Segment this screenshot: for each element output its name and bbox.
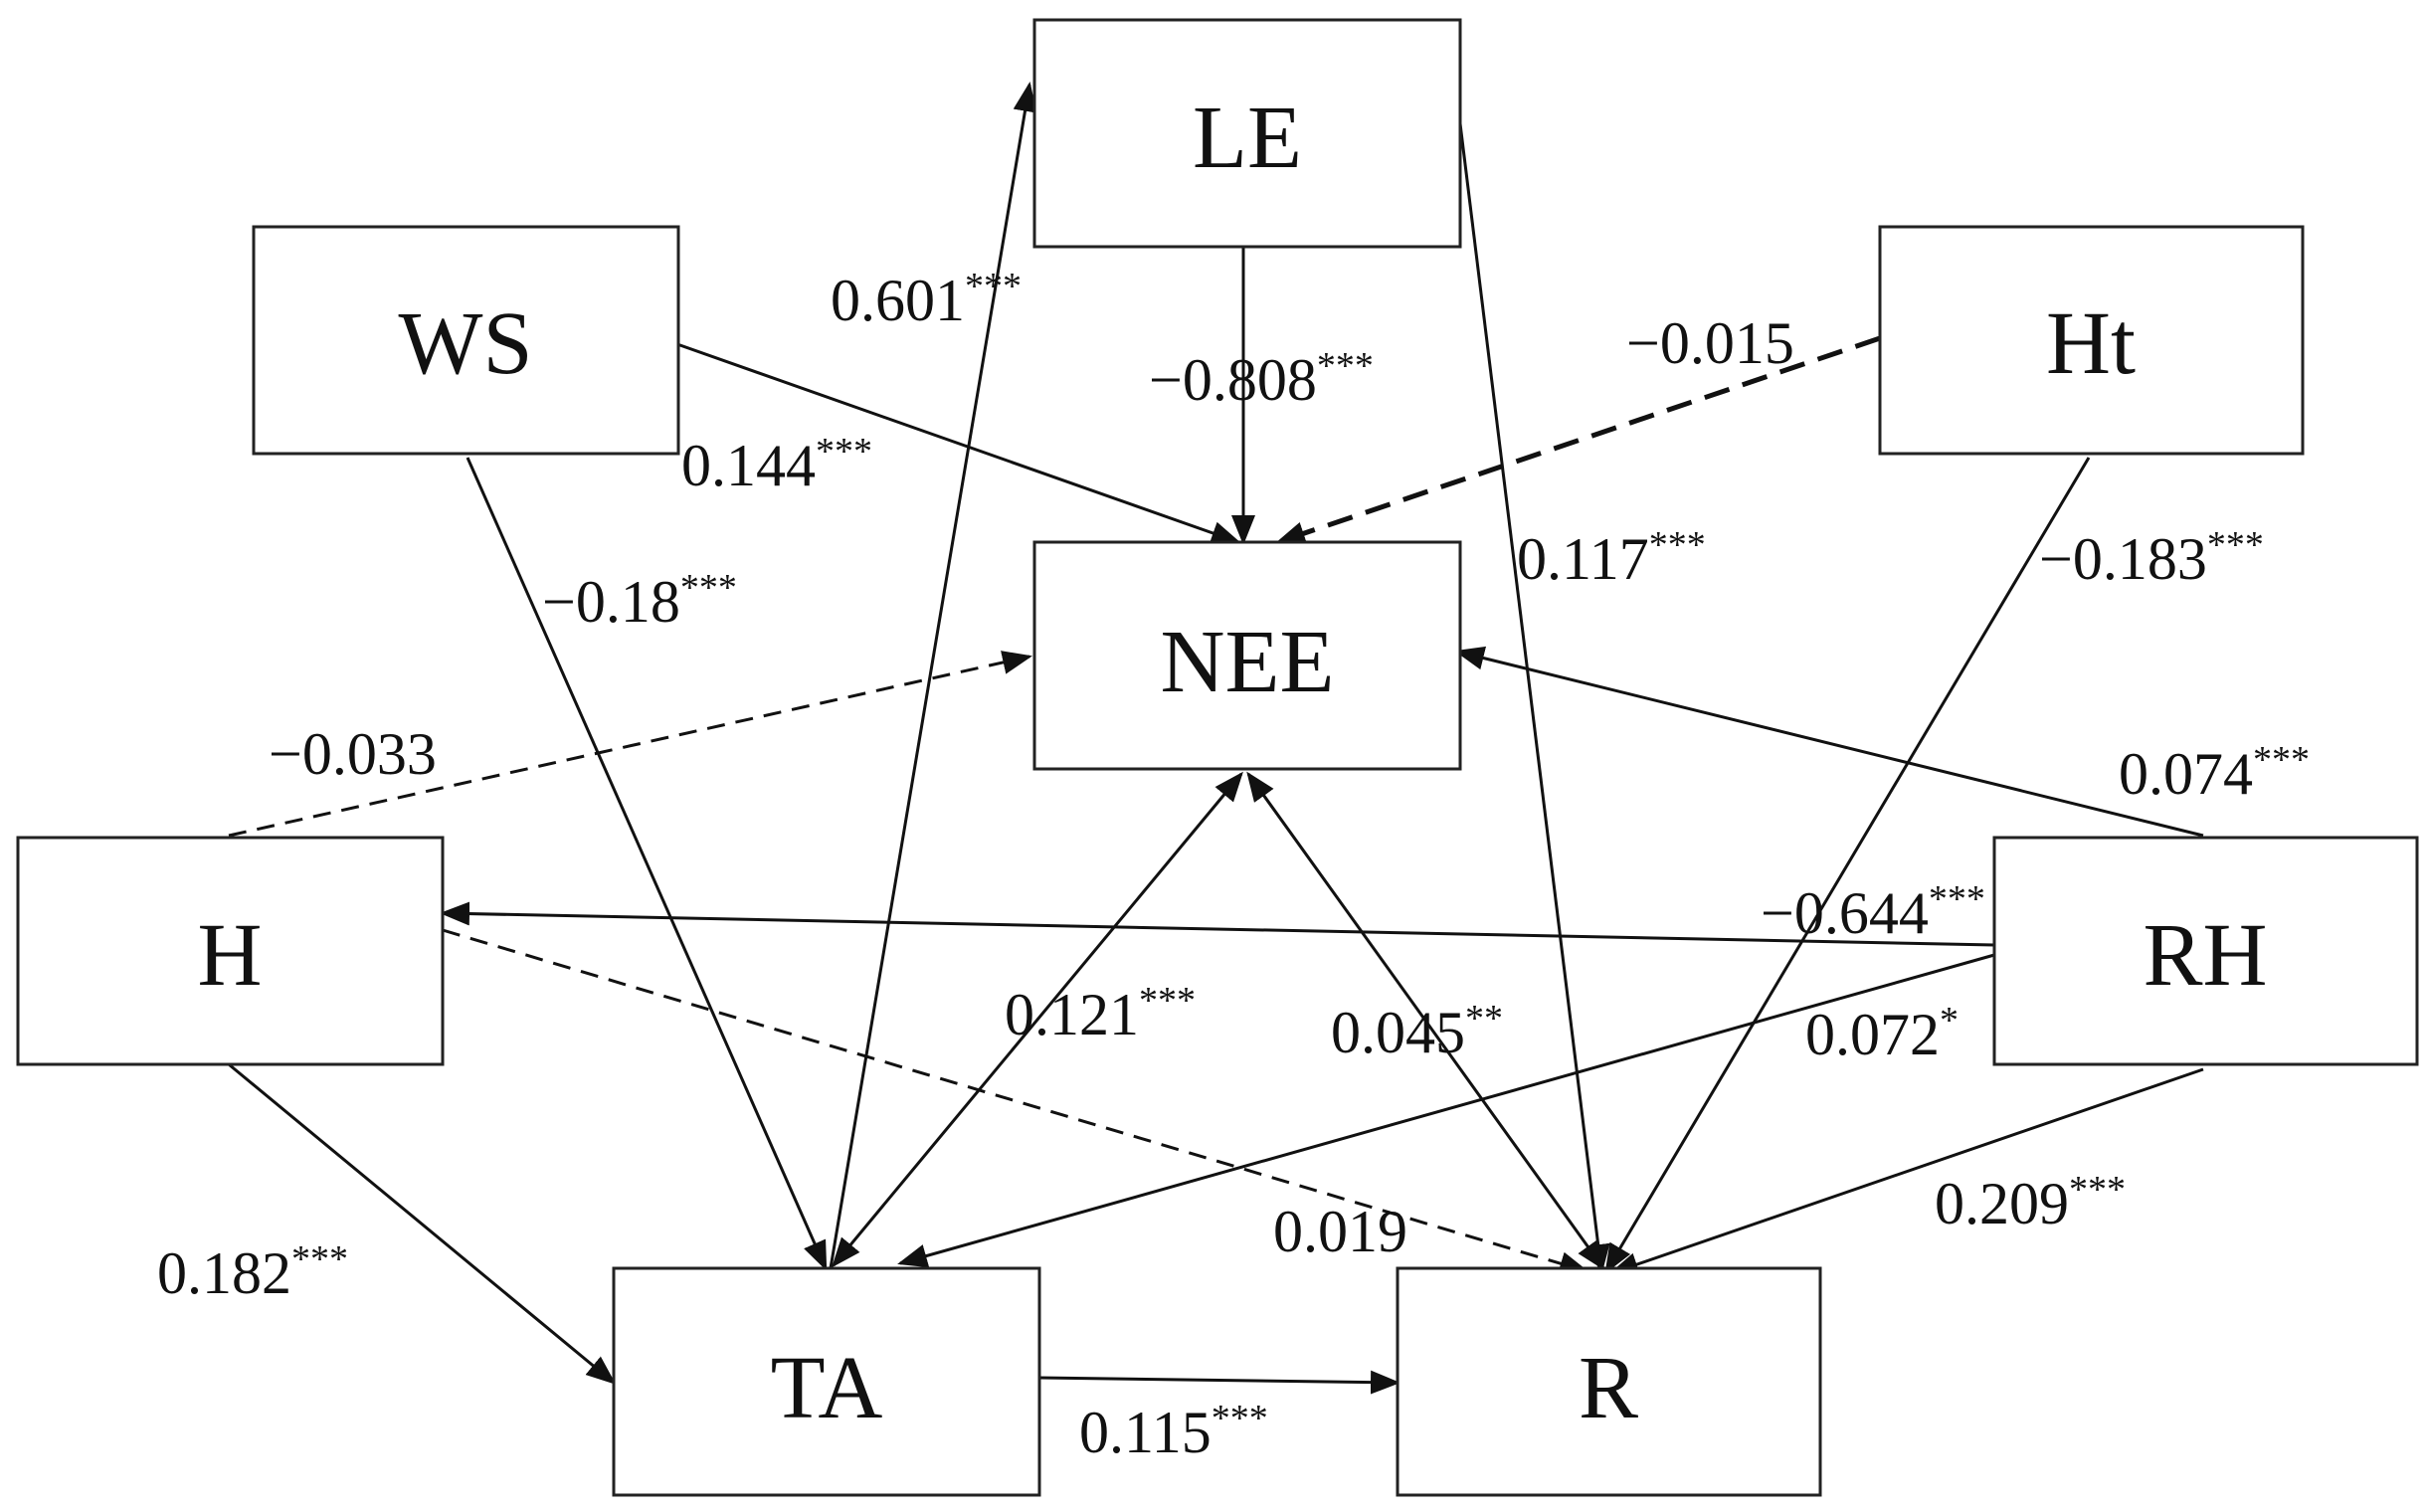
edge-rh-ta	[897, 953, 1995, 1268]
coef-h-r: 0.019	[1273, 1199, 1407, 1264]
coef-ta-r: 0.115***	[1079, 1398, 1268, 1465]
node-ws: WS	[252, 225, 680, 456]
edge-ht-r	[1604, 457, 2091, 1274]
coef-ht-r: −0.183***	[2039, 524, 2264, 592]
node-nee: NEE	[1032, 540, 1462, 771]
edge-rh-nee	[1454, 646, 2204, 838]
node-ta: TA	[612, 1266, 1041, 1497]
edge-ht-nee	[1275, 335, 1881, 545]
edge-r-nee	[1246, 771, 1605, 1271]
coef-rh-nee: 0.074***	[2119, 739, 2310, 807]
node-nee-label: NEE	[1161, 613, 1335, 711]
node-h: H	[16, 836, 445, 1066]
node-ht: Ht	[1878, 225, 2305, 456]
edge-ta-nee	[832, 771, 1243, 1268]
node-r-label: R	[1579, 1339, 1638, 1437]
coefficient-labels: 0.601*** −0.808*** −0.015 0.144*** 0.117…	[157, 266, 2310, 1465]
coef-rh-r: 0.209***	[1935, 1169, 2126, 1236]
coef-rh-h: −0.644***	[1761, 878, 1985, 946]
coef-ws-ta: −0.18***	[542, 567, 737, 635]
edge-ta-le	[829, 82, 1037, 1269]
edge-ws-nee	[673, 341, 1241, 545]
node-ta-label: TA	[771, 1339, 883, 1437]
coef-rh-ta: 0.072*	[1805, 1000, 1959, 1067]
coef-ta-le: 0.601***	[831, 266, 1022, 333]
edges	[228, 82, 2204, 1395]
coef-ht-nee: −0.015	[1626, 310, 1794, 376]
node-ws-label: WS	[399, 294, 533, 393]
node-h-label: H	[198, 906, 263, 1005]
edge-ta-r	[1038, 1370, 1400, 1395]
coef-r-nee: 0.045**	[1331, 998, 1503, 1065]
coef-le-nee: −0.808***	[1149, 345, 1374, 413]
node-le-label: LE	[1193, 89, 1302, 187]
edge-ws-ta	[466, 457, 828, 1271]
nodes: LE WS Ht NEE H RH TA R	[16, 18, 2419, 1497]
edge-h-ta	[228, 1062, 617, 1385]
edge-h-r	[442, 928, 1589, 1275]
coef-h-ta: 0.182***	[157, 1238, 348, 1306]
node-r: R	[1396, 1266, 1822, 1497]
coef-ta-nee: 0.121***	[1005, 980, 1196, 1047]
node-rh-label: RH	[2143, 906, 2267, 1005]
coef-le-r: 0.117***	[1517, 524, 1706, 592]
node-ht-label: Ht	[2046, 294, 2136, 393]
node-le: LE	[1032, 18, 1462, 249]
edge-rh-r	[1608, 1067, 2204, 1276]
coef-ws-nee: 0.144***	[681, 431, 872, 498]
coef-h-nee: −0.033	[269, 721, 437, 787]
node-rh: RH	[1992, 836, 2419, 1066]
edge-h-nee	[228, 651, 1032, 838]
